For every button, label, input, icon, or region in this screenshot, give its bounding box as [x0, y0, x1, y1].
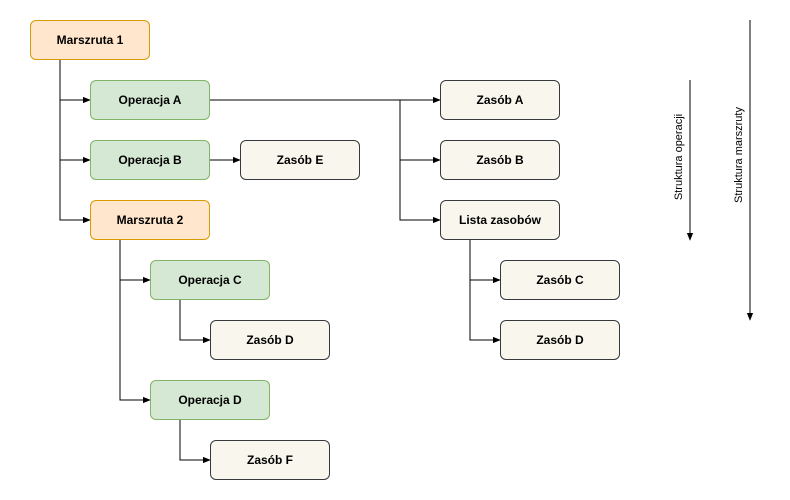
connector-route1-route2	[59, 60, 91, 224]
route-structure-label: Struktura marszruty	[733, 107, 745, 203]
connector-list-resource-d	[469, 240, 501, 344]
resource-node-b: Zasób B	[440, 140, 560, 180]
resource-list-node: Lista zasobów	[440, 200, 560, 240]
route-node-1: Marszruta 1	[30, 20, 150, 60]
operation-node-a: Operacja A	[90, 80, 210, 120]
resource-node-d-right: Zasób D	[500, 320, 620, 360]
connector-operation-a-resource-list	[399, 100, 441, 224]
resource-node-c: Zasób C	[500, 260, 620, 300]
connector-operation-a-resource-b	[399, 100, 441, 164]
route-node-2: Marszruta 2	[90, 200, 210, 240]
connector-route2-operation-c	[119, 240, 151, 284]
connector-operation-c-resource-d	[179, 300, 211, 344]
operation-node-d: Operacja D	[150, 380, 270, 420]
operation-node-b: Operacja B	[90, 140, 210, 180]
resource-node-a: Zasób A	[440, 80, 560, 120]
operation-structure-label: Struktura operacji	[673, 113, 685, 201]
connector-route1-operation-a	[59, 60, 91, 104]
resource-node-d-left: Zasób D	[210, 320, 330, 360]
connector-route1-operation-b	[59, 60, 91, 164]
connector-operation-d-resource-f	[179, 420, 211, 464]
connector-route2-operation-d	[119, 240, 151, 404]
connector-list-resource-c	[469, 240, 501, 284]
resource-node-e: Zasób E	[240, 140, 360, 180]
resource-node-f: Zasób F	[210, 440, 330, 480]
operation-node-c: Operacja C	[150, 260, 270, 300]
